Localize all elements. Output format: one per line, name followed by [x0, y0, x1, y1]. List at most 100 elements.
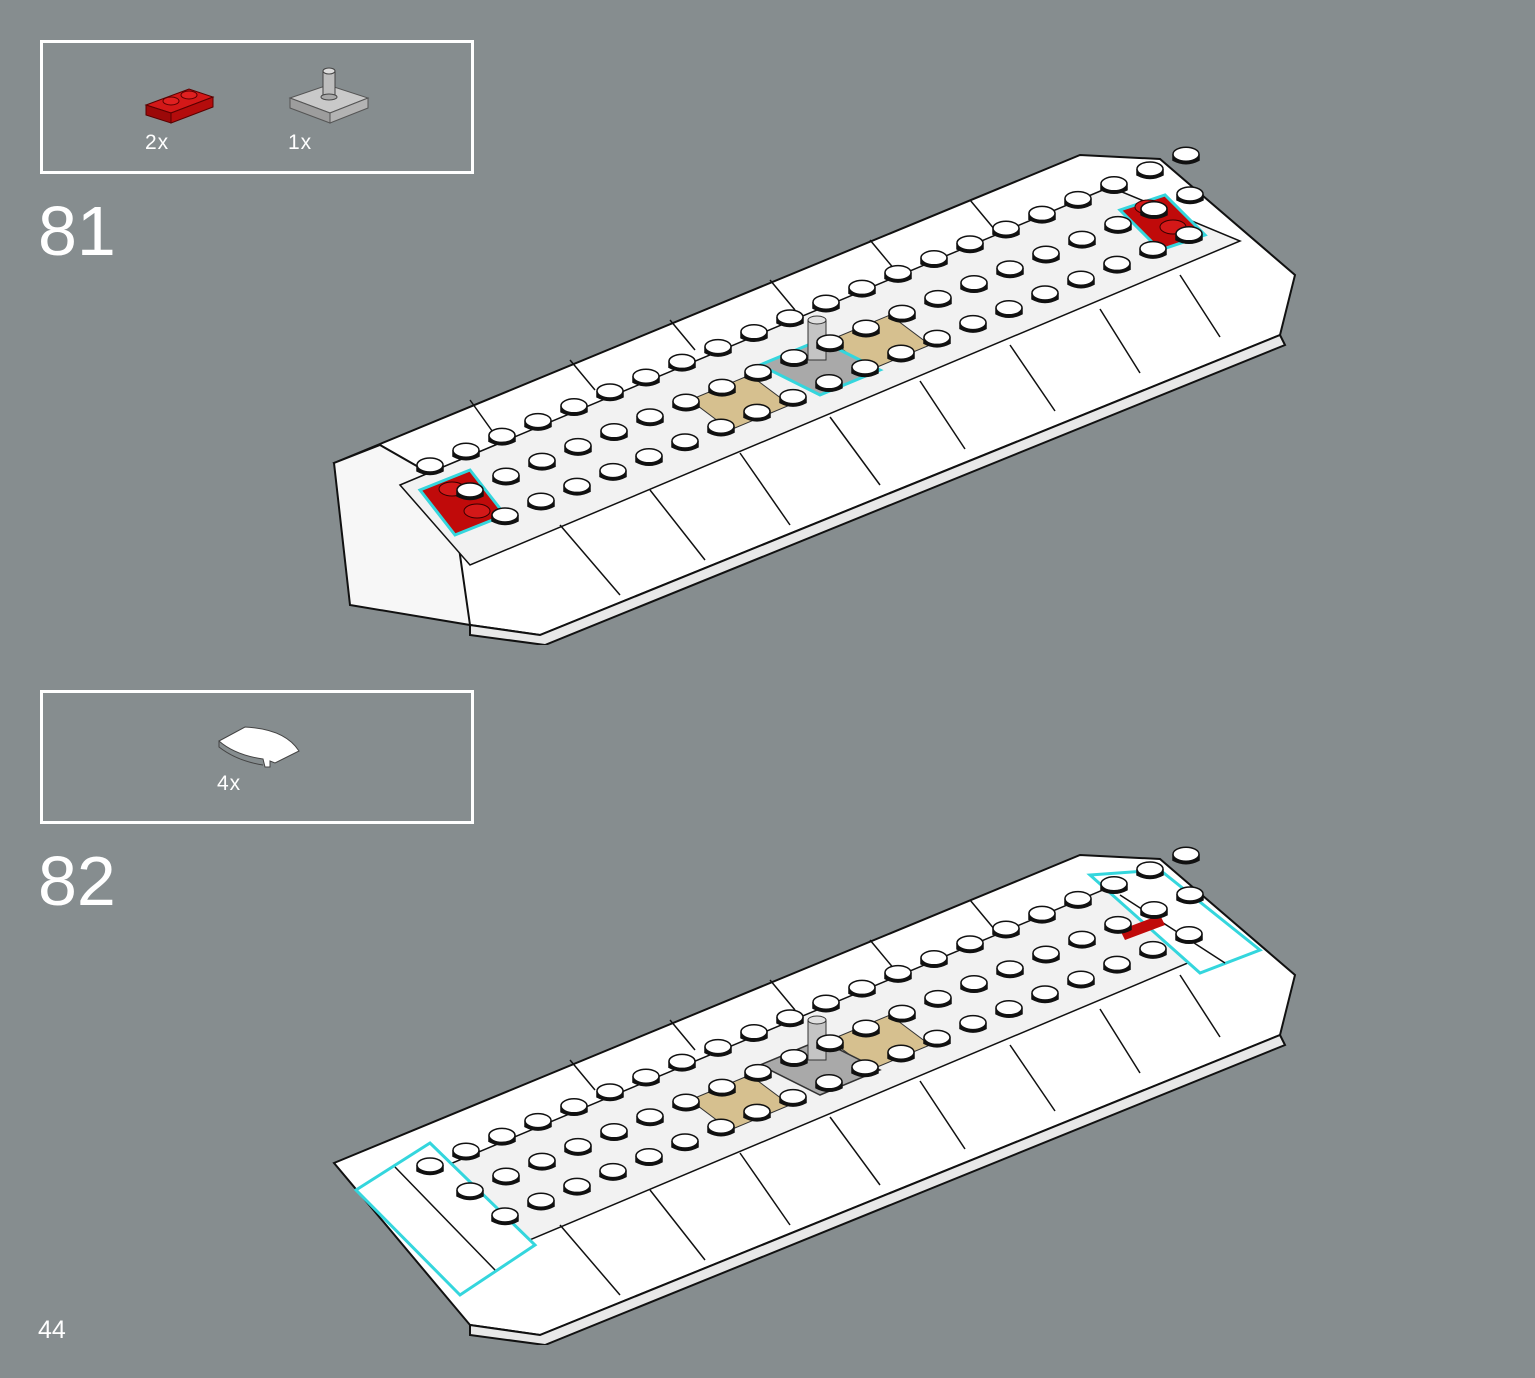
parts-callout-step-82: 4x	[40, 690, 474, 824]
stud	[1104, 915, 1132, 932]
stud	[992, 920, 1020, 936]
stud	[560, 398, 588, 414]
stud	[851, 1059, 879, 1075]
stud	[1031, 285, 1059, 301]
stud	[848, 279, 876, 296]
stud	[1103, 255, 1131, 272]
stud	[959, 1014, 987, 1031]
stud	[1140, 901, 1168, 917]
stud	[996, 260, 1024, 276]
stud	[1067, 970, 1095, 986]
stud	[779, 388, 807, 405]
gray-plate-with-pin-icon	[288, 67, 370, 124]
stud	[704, 338, 732, 355]
stud	[636, 1108, 664, 1124]
stud	[492, 1167, 520, 1183]
stud	[707, 418, 735, 434]
stud	[491, 507, 519, 523]
stud	[596, 1083, 624, 1099]
stud	[744, 363, 772, 380]
stud	[1028, 905, 1056, 922]
stud	[488, 1127, 516, 1144]
stud	[668, 1053, 696, 1070]
stud	[1068, 230, 1096, 247]
stud	[884, 264, 912, 281]
stud	[632, 1068, 660, 1084]
step-number-81: 81	[38, 192, 116, 270]
stud	[851, 359, 879, 375]
stud	[1031, 985, 1059, 1001]
stud	[779, 1088, 807, 1105]
stud	[668, 353, 696, 370]
stud	[671, 433, 699, 449]
stud	[812, 994, 840, 1010]
stud	[527, 492, 555, 508]
stud	[852, 1019, 880, 1035]
stud	[992, 220, 1020, 236]
stud	[960, 975, 988, 991]
stud	[812, 294, 840, 310]
stud	[563, 1177, 591, 1194]
stud	[528, 452, 556, 469]
stud	[1028, 205, 1056, 222]
stud	[780, 1049, 808, 1065]
stud	[564, 437, 592, 454]
stud	[848, 979, 876, 996]
stud	[452, 1142, 480, 1158]
stud	[416, 1157, 444, 1173]
stud	[960, 275, 988, 291]
stud	[920, 950, 948, 966]
stud	[707, 1118, 735, 1134]
white-curved-slope-icon	[218, 726, 300, 768]
stud	[923, 1029, 951, 1046]
stud	[672, 1093, 700, 1109]
stud	[1175, 226, 1203, 242]
stud	[636, 408, 664, 424]
stud	[635, 448, 663, 464]
model-assembly-step-82	[332, 846, 1297, 1345]
red-plate-1x2-icon	[144, 88, 215, 124]
stud	[816, 334, 844, 350]
step-number-82: 82	[38, 842, 116, 920]
stud	[959, 314, 987, 331]
stud	[815, 374, 843, 390]
stud	[1064, 890, 1092, 907]
stud	[920, 250, 948, 266]
stud	[743, 1103, 771, 1120]
stud	[888, 1004, 916, 1021]
stud	[815, 1074, 843, 1090]
stud	[452, 442, 480, 458]
stud	[1172, 846, 1200, 862]
stud	[956, 935, 984, 951]
stud	[1104, 215, 1132, 232]
stud	[996, 960, 1024, 976]
stud	[1139, 940, 1167, 957]
part-qty-gray-plate-pin: 1x	[288, 131, 313, 154]
stud	[488, 427, 516, 444]
stud	[740, 324, 768, 340]
stud	[524, 412, 552, 429]
page-number: 44	[38, 1316, 66, 1344]
stud	[560, 1098, 588, 1114]
stud	[635, 1148, 663, 1164]
stud	[599, 462, 627, 479]
stud	[563, 477, 591, 494]
stud	[1175, 926, 1203, 942]
stud	[491, 1207, 519, 1223]
stud	[599, 1162, 627, 1179]
stud	[416, 457, 444, 473]
stud	[596, 383, 624, 399]
part-qty-red-plate: 2x	[145, 131, 170, 154]
stud	[1136, 861, 1164, 877]
stud	[1140, 201, 1168, 217]
stud	[852, 319, 880, 335]
stud	[780, 349, 808, 365]
stud	[1103, 955, 1131, 972]
stud	[492, 467, 520, 483]
stud	[456, 482, 484, 498]
stud	[995, 300, 1023, 316]
stud	[1032, 945, 1060, 961]
stud	[743, 403, 771, 420]
stud	[600, 423, 628, 439]
stud	[956, 235, 984, 251]
